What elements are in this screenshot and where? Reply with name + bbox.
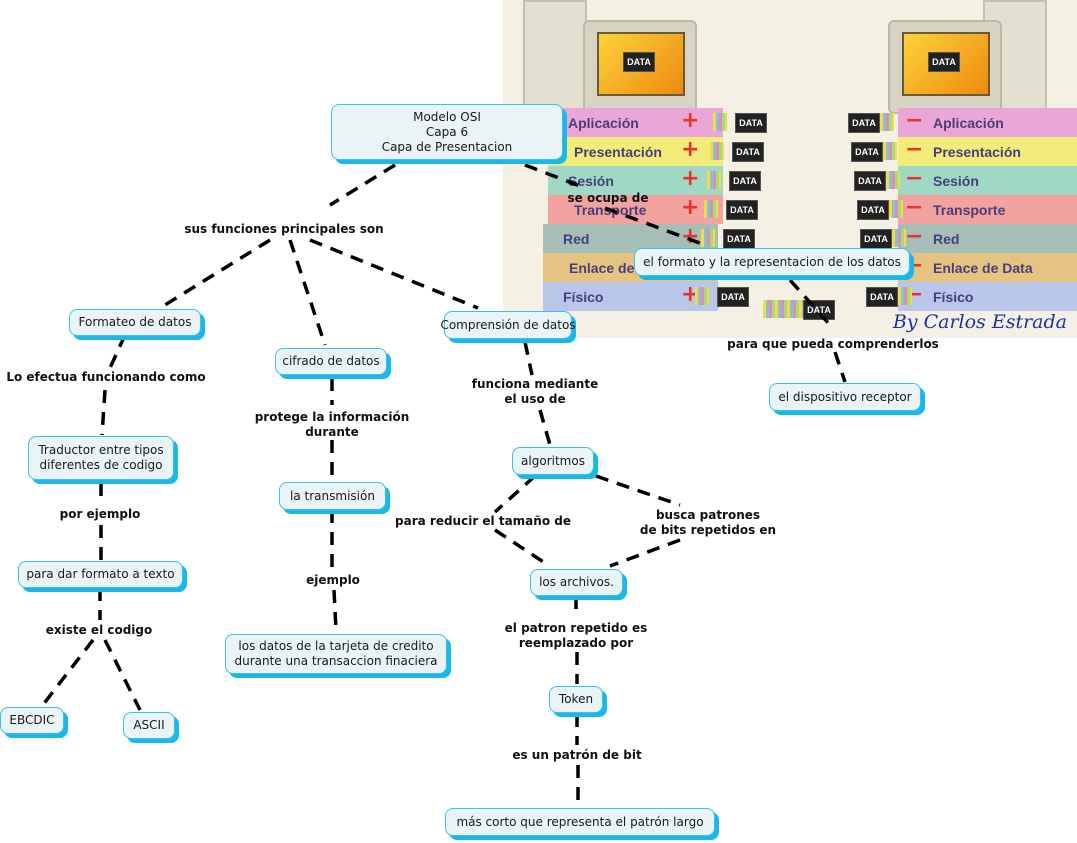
node-la-transmision[interactable]: la transmisión — [279, 482, 386, 510]
phrase-lo-efectua: Lo efectua funcionando como — [6, 370, 206, 384]
data-tag: DATA — [735, 113, 767, 133]
plus-icon: + — [681, 195, 700, 220]
data-tag: DATA — [623, 52, 655, 72]
osi-layer-left: Aplicación — [548, 108, 723, 137]
root-line: Capa 6 — [425, 124, 469, 139]
node-algoritmos[interactable]: algoritmos — [512, 447, 594, 475]
link — [309, 238, 479, 310]
node-ebcdic[interactable]: EBCDIC — [0, 707, 64, 734]
data-tag: DATA — [857, 200, 889, 220]
osi-layer-right: Presentación — [898, 137, 1077, 166]
node-dispositivo-receptor[interactable]: el dispositivo receptor — [769, 383, 921, 411]
minus-icon: − — [905, 224, 924, 249]
node-ascii[interactable]: ASCII — [123, 712, 175, 739]
right-monitor: DATA — [888, 20, 1002, 114]
left-monitor: DATA — [583, 20, 697, 114]
data-tag: DATA — [866, 287, 898, 307]
phrase-funciona-mediante: funciona mediante el uso de — [471, 377, 599, 406]
phrase-ejemplo: ejemplo — [306, 573, 360, 587]
root-node-modelo-osi[interactable]: Modelo OSI Capa 6 Capa de Presentacion — [331, 104, 563, 160]
link — [288, 239, 327, 346]
data-tag-bottom: DATA — [803, 300, 835, 320]
node-cifrado-de-datos[interactable]: cifrado de datos — [275, 348, 387, 375]
osi-layer-left: Físico — [543, 282, 718, 311]
root-line: Modelo OSI — [413, 109, 481, 124]
minus-icon: − — [905, 137, 924, 162]
link — [108, 334, 127, 369]
node-traductor[interactable]: Traductor entre tipos diferentes de codi… — [28, 436, 174, 480]
phrase-busca-patrones: busca patrones de bits repetidos en — [639, 508, 777, 537]
node-token[interactable]: Token — [549, 686, 603, 713]
link — [329, 163, 396, 207]
link — [833, 351, 847, 383]
data-tag: DATA — [723, 229, 755, 249]
link — [523, 341, 534, 376]
minus-icon: − — [905, 166, 924, 191]
data-tag: DATA — [732, 142, 764, 162]
data-tag: DATA — [848, 113, 880, 133]
data-tag: DATA — [717, 287, 749, 307]
link — [609, 538, 681, 568]
link — [40, 638, 95, 708]
minus-icon: − — [905, 108, 924, 133]
phrase-por-ejemplo: por ejemplo — [59, 507, 141, 521]
phrase-para-que-pueda: para que pueda comprenderlos — [727, 337, 939, 351]
link — [103, 639, 142, 711]
plus-icon: + — [681, 224, 700, 249]
phrase-sus-funciones: sus funciones principales son — [184, 222, 384, 236]
phrase-para-reducir: para reducir el tamaño de — [395, 514, 571, 528]
node-mas-corto[interactable]: más corto que representa el patrón largo — [445, 808, 715, 836]
link — [493, 474, 537, 514]
data-tag: DATA — [860, 229, 892, 249]
phrase-patron-repetido: el patron repetido es reemplazado por — [504, 621, 648, 650]
osi-layer-right: Aplicación — [898, 108, 1077, 137]
node-tarjeta-credito[interactable]: los datos de la tarjeta de credito duran… — [225, 634, 447, 674]
minus-icon: − — [905, 195, 924, 220]
plus-icon: + — [681, 282, 700, 307]
data-tag: DATA — [928, 52, 960, 72]
phrase-existe-el-codigo: existe el codigo — [45, 623, 153, 637]
node-formato-representacion[interactable]: el formato y la representacion de los da… — [634, 248, 910, 276]
osi-layer-right: Enlace de Data — [898, 253, 1077, 282]
phrase-se-ocupa-de: se ocupa de — [567, 191, 649, 205]
link — [494, 528, 549, 567]
root-line: Capa de Presentacion — [381, 139, 513, 154]
author-credit: By Carlos Estrada — [892, 311, 1067, 333]
plus-icon: + — [681, 108, 700, 133]
node-comprension-de-datos[interactable]: Comprensión de datos — [440, 311, 576, 339]
link — [332, 589, 338, 631]
osi-layer-right: Sesión — [898, 166, 1077, 195]
left-computer-tower — [523, 0, 587, 114]
node-para-dar-formato[interactable]: para dar formato a texto — [18, 561, 183, 588]
osi-layer-left: Presentación — [548, 137, 723, 166]
data-tag: DATA — [851, 142, 883, 162]
node-formateo-de-datos[interactable]: Formateo de datos — [69, 309, 201, 336]
plus-icon: + — [681, 137, 700, 162]
phrase-patron-de-bit: es un patrón de bit — [512, 748, 642, 762]
phrase-protege: protege la información durante — [254, 410, 410, 439]
link — [595, 474, 681, 507]
data-tag: DATA — [726, 200, 758, 220]
data-tag: DATA — [854, 171, 886, 191]
osi-layer-right: Red — [898, 224, 1077, 253]
data-tag: DATA — [729, 171, 761, 191]
node-los-archivos[interactable]: los archivos. — [530, 569, 623, 596]
link — [159, 238, 271, 310]
osi-layer-right: Transporte — [898, 195, 1077, 224]
link — [100, 389, 107, 436]
osi-layer-right: Físico — [898, 282, 1077, 311]
plus-icon: + — [681, 166, 700, 191]
link — [538, 409, 552, 446]
